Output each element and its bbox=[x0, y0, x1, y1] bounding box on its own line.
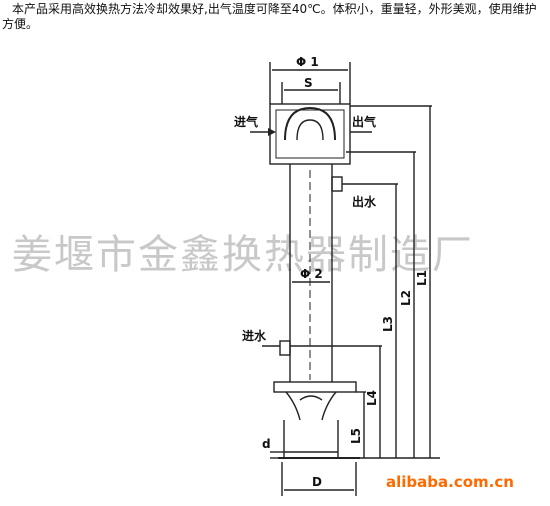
l4-label: L4 bbox=[365, 390, 379, 406]
l2-label: L2 bbox=[399, 290, 413, 306]
outlet-gas-label: 出气 bbox=[352, 114, 376, 129]
phi1-label: Φ 1 bbox=[296, 55, 319, 69]
inlet-gas-label: 进气 bbox=[234, 114, 258, 129]
l3-label: L3 bbox=[381, 316, 395, 332]
l1-label: L1 bbox=[415, 270, 429, 286]
d-small-label: d bbox=[262, 437, 271, 451]
phi2-label: Φ 2 bbox=[300, 267, 323, 281]
inlet-water-label: 进水 bbox=[242, 328, 267, 343]
brand-watermark: alibaba.com.cn bbox=[386, 473, 514, 491]
outlet-water-label: 出水 bbox=[352, 194, 377, 209]
d-big-label: D bbox=[312, 475, 322, 489]
s-label: S bbox=[304, 76, 313, 90]
l5-label: L5 bbox=[349, 428, 363, 444]
product-description: 本产品采用高效换热方法冷却效果好,出气温度可降至40℃。体积小，重量轻，外形美观… bbox=[2, 2, 537, 31]
